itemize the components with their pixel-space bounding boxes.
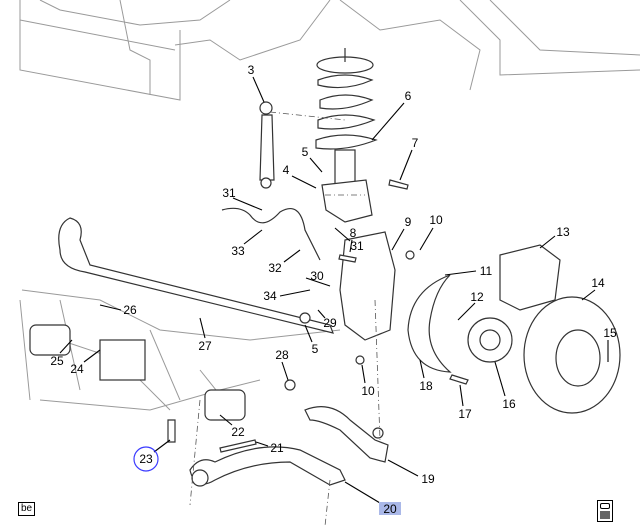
callout-23[interactable]: 23 — [139, 452, 153, 466]
strut-assembly[interactable] — [315, 48, 378, 223]
callout-9[interactable]: 9 — [405, 215, 412, 229]
callout-26[interactable]: 26 — [123, 303, 137, 317]
bolts — [167, 179, 469, 453]
callout-18[interactable]: 18 — [419, 379, 433, 393]
callout-19[interactable]: 19 — [421, 472, 435, 486]
callout-14[interactable]: 14 — [591, 276, 605, 290]
leader-lines — [59, 76, 609, 507]
callout-3[interactable]: 3 — [248, 63, 255, 77]
callout-13[interactable]: 13 — [556, 225, 570, 239]
steering-knuckle[interactable] — [339, 231, 396, 341]
callout-30[interactable]: 30 — [310, 269, 324, 283]
stabilizer-bar[interactable] — [58, 217, 334, 334]
callout-31b[interactable]: 31 — [350, 239, 364, 253]
callout-28[interactable]: 28 — [275, 348, 289, 362]
callout-25[interactable]: 25 — [50, 354, 64, 368]
body-frame — [19, 0, 640, 421]
brake-rotor[interactable] — [523, 296, 621, 414]
callout-12[interactable]: 12 — [470, 290, 484, 304]
callout-6[interactable]: 6 — [405, 89, 412, 103]
view-label: be — [18, 502, 36, 516]
callout-34[interactable]: 34 — [263, 289, 277, 303]
callout-20[interactable]: 20 — [383, 502, 397, 516]
callout-4[interactable]: 4 — [283, 163, 290, 177]
callout-21[interactable]: 21 — [270, 441, 284, 455]
callout-27[interactable]: 27 — [198, 339, 212, 353]
lower-control-arm-rear[interactable] — [304, 406, 389, 463]
circled-callout-ring — [133, 446, 159, 472]
callout-7[interactable]: 7 — [412, 136, 419, 150]
callout-15[interactable]: 15 — [603, 326, 617, 340]
dust-shield[interactable] — [407, 274, 452, 373]
callout-5b[interactable]: 5 — [312, 342, 319, 356]
steering-gear[interactable] — [29, 324, 246, 421]
callout-31[interactable]: 31 — [222, 186, 236, 200]
callout-29[interactable]: 29 — [323, 316, 337, 330]
lower-control-arm-front[interactable] — [189, 446, 346, 486]
wheel-speed-sensor-harness[interactable] — [221, 207, 321, 261]
wheel-hub[interactable] — [467, 317, 513, 363]
callout-24[interactable]: 24 — [70, 362, 84, 376]
stabilizer-link[interactable] — [259, 101, 275, 189]
callout-10[interactable]: 10 — [429, 213, 443, 227]
selected-callout-highlight — [379, 502, 401, 515]
callout-11[interactable]: 11 — [480, 264, 493, 278]
callout-17[interactable]: 17 — [458, 407, 472, 421]
callout-22[interactable]: 22 — [231, 425, 245, 439]
callout-5[interactable]: 5 — [302, 145, 309, 159]
callout-10b[interactable]: 10 — [361, 384, 375, 398]
brake-caliper[interactable] — [499, 244, 561, 311]
parts-list-icon[interactable] — [597, 500, 613, 522]
callout-16[interactable]: 16 — [502, 397, 516, 411]
callout-33[interactable]: 33 — [231, 244, 245, 258]
callouts: 3 6 5 7 4 31 31 33 9 10 8 32 30 13 11 14… — [50, 63, 617, 516]
callout-32[interactable]: 32 — [268, 261, 282, 275]
callout-8[interactable]: 8 — [350, 226, 357, 240]
